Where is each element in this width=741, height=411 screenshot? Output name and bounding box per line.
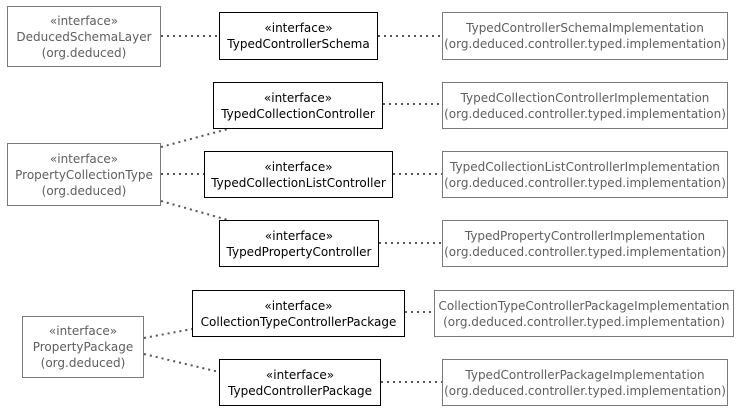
stereotype-label: «interface» bbox=[264, 228, 334, 243]
typed-property-controller-node: «interface» TypedPropertyController bbox=[219, 220, 379, 267]
typed-controller-schema-impl-node: TypedControllerSchemaImplementation (org… bbox=[442, 12, 728, 60]
property-package-node: «interface» PropertyPackage (org.deduced… bbox=[22, 316, 144, 378]
stereotype-label: «interface» bbox=[265, 367, 335, 382]
stereotype-label: «interface» bbox=[264, 159, 333, 174]
connector-collection-type-to-collection-controller bbox=[160, 128, 229, 148]
stereotype-label: «interface» bbox=[49, 13, 119, 28]
stereotype-label: «interface» bbox=[264, 298, 333, 313]
connector-property-package-to-collection-package bbox=[143, 328, 193, 339]
class-name: TypedControllerPackageImplementation bbox=[465, 367, 705, 382]
package-name: (org.deduced.controller.typed.implementa… bbox=[444, 244, 726, 259]
package-name: (org.deduced.controller.typed.implementa… bbox=[444, 383, 726, 398]
typed-collection-list-controller-impl-node: TypedCollectionListControllerImplementat… bbox=[442, 151, 728, 198]
interface-name: TypedCollectionListController bbox=[211, 175, 386, 190]
deduced-schema-layer-node: «interface» DeducedSchemaLayer (org.dedu… bbox=[7, 6, 161, 67]
class-name: CollectionTypeControllerPackageImplement… bbox=[438, 298, 730, 313]
stereotype-label: «interface» bbox=[48, 324, 118, 338]
typed-collection-list-controller-node: «interface» TypedCollectionListControlle… bbox=[204, 151, 393, 198]
package-name: (org.deduced) bbox=[41, 45, 127, 60]
stereotype-label: «interface» bbox=[264, 21, 333, 35]
interface-name: PropertyPackage bbox=[32, 340, 134, 354]
stereotype-label: «interface» bbox=[263, 90, 333, 105]
package-name: (org.deduced.controller.typed.implementa… bbox=[443, 314, 725, 329]
class-name: TypedCollectionListControllerImplementat… bbox=[450, 159, 720, 174]
typed-collection-controller-node: «interface» TypedCollectionController bbox=[213, 82, 383, 129]
package-name: (org.deduced) bbox=[41, 183, 127, 198]
connector-collection-type-to-property-controller bbox=[160, 200, 229, 221]
package-name: (org.deduced.controller.typed.implementa… bbox=[444, 37, 726, 51]
interface-name: DeducedSchemaLayer bbox=[16, 29, 152, 44]
package-name: (org.deduced.controller.typed.implementa… bbox=[444, 175, 726, 190]
class-name: TypedControllerSchemaImplementation bbox=[466, 21, 704, 35]
stereotype-label: «interface» bbox=[49, 151, 119, 166]
interface-name: TypedControllerSchema bbox=[227, 37, 370, 51]
typed-controller-schema-node: «interface» TypedControllerSchema bbox=[219, 12, 378, 60]
class-name: TypedCollectionControllerImplementation bbox=[460, 90, 710, 105]
collection-type-controller-package-impl-node: CollectionTypeControllerPackageImplement… bbox=[434, 290, 734, 337]
collection-type-controller-package-node: «interface» CollectionTypeControllerPack… bbox=[192, 290, 405, 337]
interface-name: TypedCollectionController bbox=[221, 106, 375, 121]
package-name: (org.deduced) bbox=[40, 356, 126, 370]
typed-collection-controller-impl-node: TypedCollectionControllerImplementation … bbox=[442, 82, 728, 129]
connector-property-package-to-controller-package bbox=[143, 353, 220, 373]
interface-name: TypedPropertyController bbox=[226, 244, 372, 259]
interface-name: PropertyCollectionType bbox=[15, 167, 153, 182]
typed-controller-package-impl-node: TypedControllerPackageImplementation (or… bbox=[442, 359, 728, 406]
property-collection-type-node: «interface» PropertyCollectionType (org.… bbox=[7, 143, 161, 206]
interface-name: TypedControllerPackage bbox=[228, 383, 372, 398]
typed-controller-package-node: «interface» TypedControllerPackage bbox=[219, 359, 381, 406]
interface-name: CollectionTypeControllerPackage bbox=[200, 314, 397, 329]
class-name: TypedPropertyControllerImplementation bbox=[464, 228, 706, 243]
package-name: (org.deduced.controller.typed.implementa… bbox=[444, 106, 726, 121]
typed-property-controller-impl-node: TypedPropertyControllerImplementation (o… bbox=[442, 220, 728, 267]
